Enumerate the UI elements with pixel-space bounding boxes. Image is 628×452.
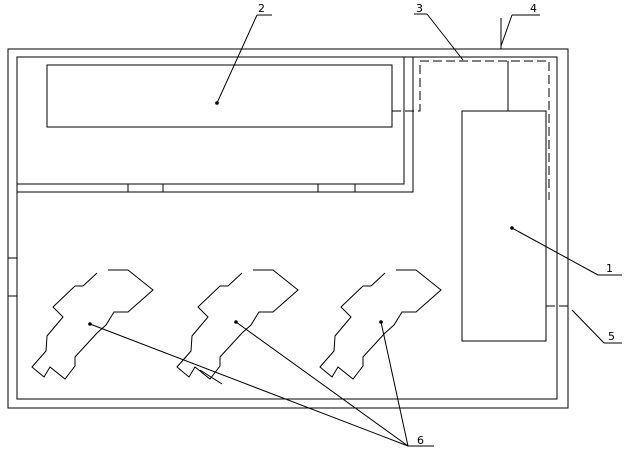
site-boundary-inner: [16, 56, 558, 400]
callout-label-6: 6: [417, 434, 424, 447]
block-6-right: [319, 269, 442, 380]
pipeline-3: [392, 60, 550, 200]
leader-4: [500, 14, 540, 47]
callout-label-1: 1: [606, 262, 613, 275]
enclosure-wall: [17, 57, 414, 193]
building-1: [461, 110, 547, 342]
leader-3: [414, 13, 464, 61]
site-boundary-outer: [7, 48, 569, 409]
building-2: [46, 64, 393, 128]
leader-1: [510, 226, 622, 276]
callout-label-3: 3: [416, 2, 423, 15]
leader-2: [215, 14, 272, 105]
callout-label-2: 2: [258, 2, 265, 15]
leader-6: [88, 320, 434, 447]
callout-label-5: 5: [608, 330, 615, 343]
leader-5: [571, 309, 622, 344]
block-6-left: [31, 269, 154, 380]
callout-label-4: 4: [530, 2, 537, 15]
block-6-middle: [176, 269, 299, 385]
